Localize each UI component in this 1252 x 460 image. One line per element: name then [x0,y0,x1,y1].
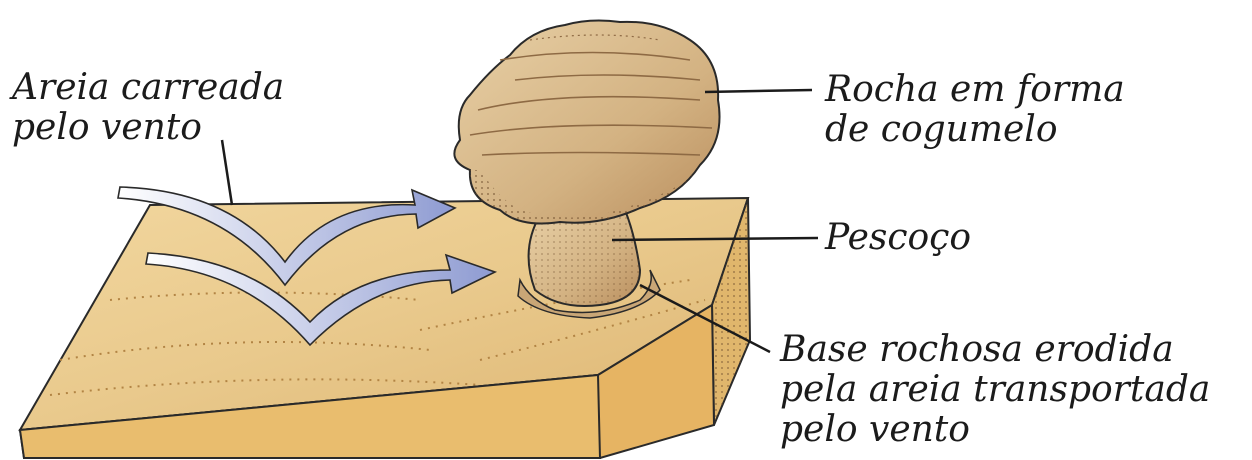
label-neck: Pescoço [825,218,971,258]
label-base-line2: pela areia transportada [780,370,1210,410]
label-base-line3: pelo vento [780,410,1210,450]
label-base-eroded: Base rochosa erodida pela areia transpor… [780,330,1210,450]
leader-line-mushroom [705,90,812,92]
label-sand-wind-line1: Areia carreada [12,68,284,108]
label-mushroom-rock: Rocha em forma de cogumelo [825,70,1125,150]
label-base-line1: Base rochosa erodida [780,330,1210,370]
label-sand-wind: Areia carreada pelo vento [12,68,284,148]
label-mushroom-line2: de cogumelo [825,110,1125,150]
leader-line-sand [222,140,232,205]
label-mushroom-line1: Rocha em forma [825,70,1125,110]
label-neck-line1: Pescoço [825,218,971,258]
label-sand-wind-line2: pelo vento [12,108,284,148]
